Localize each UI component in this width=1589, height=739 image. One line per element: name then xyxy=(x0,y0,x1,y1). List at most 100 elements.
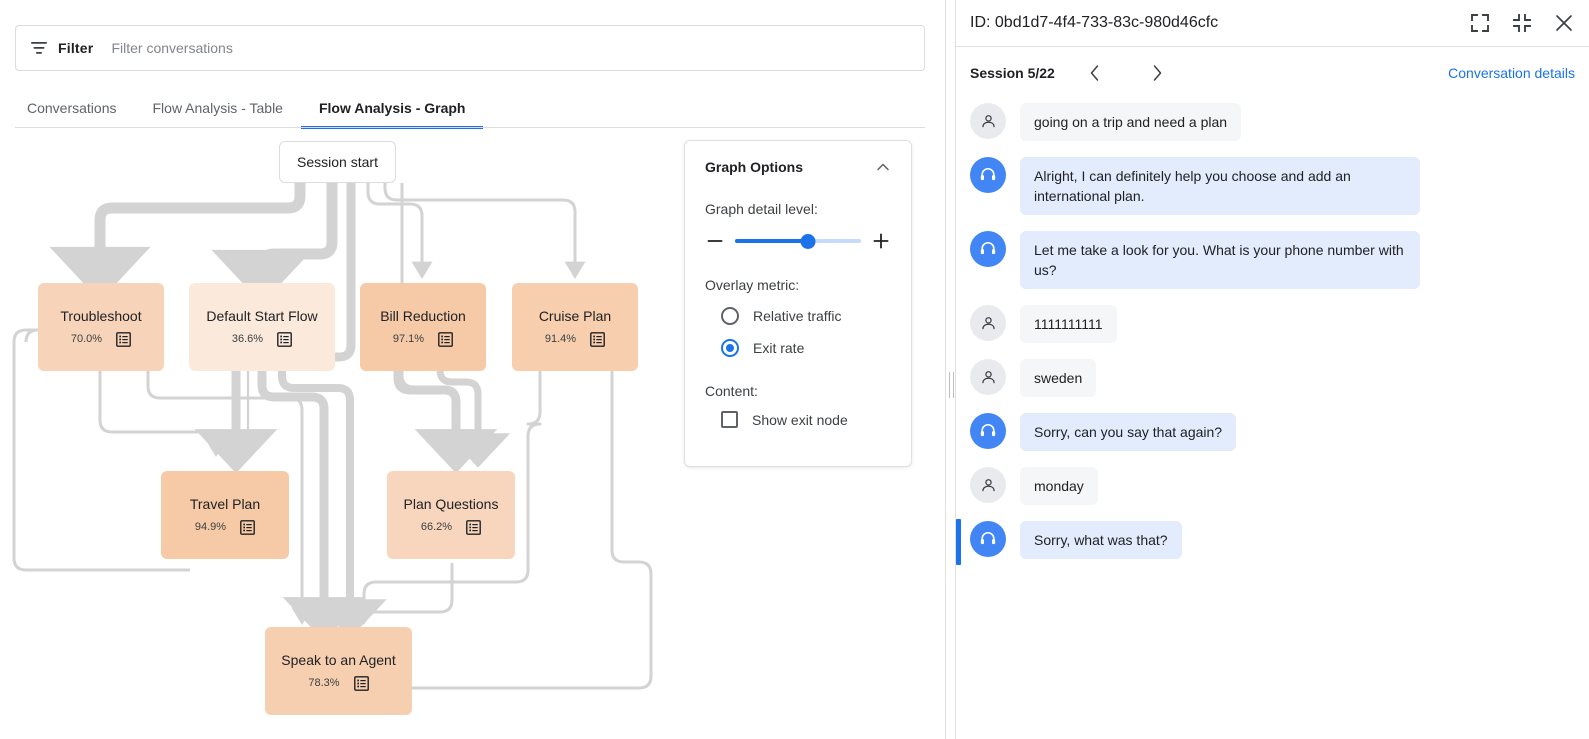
overlay-option-label: Relative traffic xyxy=(753,308,842,324)
agent-avatar-icon xyxy=(970,231,1006,267)
tab-flow-analysis-graph[interactable]: Flow Analysis - Graph xyxy=(300,88,484,129)
conversation-subheader: Session 5/22 Conversation details xyxy=(956,47,1589,99)
graph-options-header: Graph Options xyxy=(705,159,891,175)
message-text: sweden xyxy=(1020,359,1097,397)
filter-bar[interactable]: Filter xyxy=(15,25,925,71)
tab-bar-divider xyxy=(15,127,925,128)
radio-button[interactable] xyxy=(721,307,739,325)
pane-splitter[interactable] xyxy=(945,0,956,739)
chevron-up-icon[interactable] xyxy=(875,159,891,175)
node-meta: 78.3% xyxy=(308,675,369,691)
conversation-details-link[interactable]: Conversation details xyxy=(1448,65,1575,81)
graph-detail-level-label: Graph detail level: xyxy=(705,201,818,217)
close-icon[interactable] xyxy=(1553,12,1575,34)
message-row: Alright, I can definitely help you choos… xyxy=(970,157,1575,215)
node-meta: 36.6% xyxy=(231,331,292,347)
node-meta: 70.0% xyxy=(70,331,131,347)
user-avatar-icon xyxy=(970,305,1006,341)
node-exit-rate: 78.3% xyxy=(308,677,340,689)
graph-node-plan-questions[interactable]: Plan Questions 66.2% xyxy=(387,471,515,559)
graph-node-troubleshoot[interactable]: Troubleshoot 70.0% xyxy=(38,283,164,371)
splitter-grip-icon[interactable] xyxy=(949,372,954,398)
node-title: Travel Plan xyxy=(189,495,261,512)
slider-thumb[interactable] xyxy=(800,233,816,249)
flow-graph-edges xyxy=(12,183,653,690)
node-exit-rate: 36.6% xyxy=(231,333,264,345)
user-avatar-icon xyxy=(970,103,1006,139)
graph-node-bill-reduction[interactable]: Bill Reduction 97.1% xyxy=(360,283,486,371)
graph-node-default-start-flow[interactable]: Default Start Flow 36.6% xyxy=(189,283,335,371)
radio-button-selected[interactable] xyxy=(721,339,739,357)
chevron-right-icon[interactable] xyxy=(1145,61,1169,85)
conversation-id: ID: 0bd1d7-4f4-733-83c-980d46cfc xyxy=(970,14,1219,31)
graph-detail-level-control xyxy=(705,231,891,251)
overlay-metric-label: Overlay metric: xyxy=(705,277,800,293)
node-list-icon[interactable] xyxy=(590,331,605,347)
message-row: monday xyxy=(970,467,1575,505)
node-title: Cruise Plan xyxy=(538,307,612,324)
agent-avatar-icon xyxy=(970,413,1006,449)
node-list-icon[interactable] xyxy=(277,331,292,347)
message-row: going on a trip and need a plan xyxy=(970,103,1575,141)
user-avatar-icon xyxy=(970,359,1006,395)
message-row: Let me take a look for you. What is your… xyxy=(970,231,1575,289)
filter-input[interactable] xyxy=(103,39,910,57)
filter-label: Filter xyxy=(58,40,94,56)
filter-icon xyxy=(30,39,48,57)
message-text: monday xyxy=(1020,467,1098,505)
tab-conversations[interactable]: Conversations xyxy=(27,100,117,116)
minus-icon[interactable] xyxy=(705,231,725,251)
node-title: Bill Reduction xyxy=(380,307,466,324)
overlay-option-exit-rate[interactable]: Exit rate xyxy=(705,339,891,357)
node-meta: 91.4% xyxy=(544,331,605,347)
plus-icon[interactable] xyxy=(871,231,891,251)
content-option-show-exit-node[interactable]: Show exit node xyxy=(705,411,891,428)
graph-node-speak-to-an-agent[interactable]: Speak to an Agent 78.3% xyxy=(265,627,412,715)
node-meta: 97.1% xyxy=(393,331,453,347)
session-counter: Session 5/22 xyxy=(970,65,1055,81)
agent-avatar-icon xyxy=(970,521,1006,557)
graph-options-panel: Graph Options Graph detail level: xyxy=(684,140,912,467)
conversation-header: ID: 0bd1d7-4f4-733-83c-980d46cfc xyxy=(956,0,1589,47)
message-row: sweden xyxy=(970,359,1575,397)
checkbox[interactable] xyxy=(721,411,738,428)
message-text: Sorry, can you say that again? xyxy=(1020,413,1237,451)
chevron-left-icon[interactable] xyxy=(1083,61,1107,85)
node-title: Troubleshoot xyxy=(60,307,142,324)
message-row-highlighted: Sorry, what was that? xyxy=(956,519,1575,565)
node-title: Speak to an Agent xyxy=(281,651,396,668)
collapse-icon[interactable] xyxy=(1511,12,1533,34)
overlay-option-label: Exit rate xyxy=(753,340,805,356)
node-list-icon[interactable] xyxy=(240,519,255,535)
node-list-icon[interactable] xyxy=(353,675,369,691)
message-text: Let me take a look for you. What is your… xyxy=(1020,231,1420,289)
user-avatar-icon xyxy=(970,467,1006,503)
session-start-node[interactable]: Session start xyxy=(279,141,396,183)
flow-graph-canvas[interactable]: Session start Troubleshoot 70.0% xyxy=(0,130,945,739)
conversation-header-actions xyxy=(1469,12,1575,34)
graph-node-cruise-plan[interactable]: Cruise Plan 91.4% xyxy=(512,283,638,371)
message-text: Alright, I can definitely help you choos… xyxy=(1020,157,1420,215)
message-text: Sorry, what was that? xyxy=(1020,521,1182,559)
agent-avatar-icon xyxy=(970,157,1006,193)
node-meta: 94.9% xyxy=(194,519,255,535)
node-title: Plan Questions xyxy=(403,495,499,512)
message-text: 1111111111 xyxy=(1020,305,1117,343)
node-exit-rate: 91.4% xyxy=(544,333,577,345)
node-list-icon[interactable] xyxy=(438,331,453,347)
tab-flow-analysis-table[interactable]: Flow Analysis - Table xyxy=(152,100,283,116)
tab-bar: Conversations Flow Analysis - Table Flow… xyxy=(15,88,925,129)
message-text: going on a trip and need a plan xyxy=(1020,103,1242,141)
node-list-icon[interactable] xyxy=(466,519,481,535)
node-exit-rate: 94.9% xyxy=(194,521,227,533)
conversation-messages: going on a trip and need a plan Alright,… xyxy=(956,99,1589,565)
expand-icon[interactable] xyxy=(1469,12,1491,34)
node-exit-rate: 70.0% xyxy=(70,333,103,345)
message-row: 1111111111 xyxy=(970,305,1575,343)
graph-options-title: Graph Options xyxy=(705,159,803,175)
node-list-icon[interactable] xyxy=(116,331,131,347)
graph-node-travel-plan[interactable]: Travel Plan 94.9% xyxy=(161,471,289,559)
overlay-option-relative-traffic[interactable]: Relative traffic xyxy=(705,307,891,325)
detail-level-slider[interactable] xyxy=(735,232,861,250)
